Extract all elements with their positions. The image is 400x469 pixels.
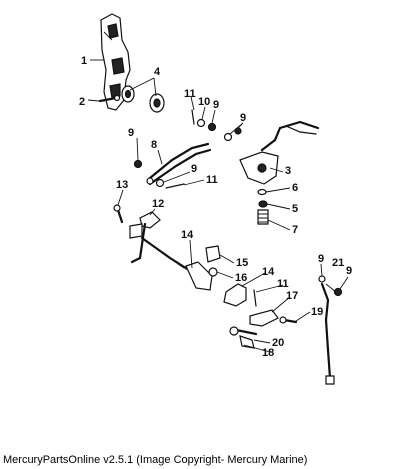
callout-9-right: 9: [318, 253, 324, 265]
callout-15: 15: [236, 257, 248, 269]
callout-16: 16: [235, 272, 247, 284]
callout-6: 6: [292, 182, 298, 194]
part-2-pin[interactable]: [98, 94, 121, 103]
callout-13: 13: [116, 179, 128, 191]
part-14-17-lower-bracket[interactable]: [223, 283, 279, 327]
callout-9-left: 9: [128, 127, 134, 139]
callout-7: 7: [292, 224, 298, 236]
copyright-caption: MercuryPartsOnline v2.5.1 (Image Copyrig…: [3, 454, 308, 466]
part-10-11-fasteners-upper[interactable]: [191, 109, 242, 142]
callout-19: 19: [311, 306, 323, 318]
part-21-vertical-rod[interactable]: [318, 275, 343, 385]
callout-9-mid: 9: [191, 163, 197, 175]
part-1-bracket[interactable]: [100, 13, 131, 111]
callout-5: 5: [292, 203, 298, 215]
callout-3: 3: [285, 165, 291, 177]
callout-20: 20: [272, 337, 284, 349]
part-4-bushings[interactable]: [121, 85, 165, 113]
callout-11-mid: 11: [206, 174, 218, 186]
callout-8: 8: [151, 139, 157, 151]
callout-21: 21: [332, 257, 344, 269]
callout-2: 2: [79, 96, 85, 108]
callout-4: 4: [154, 66, 161, 78]
callout-14-lower: 14: [262, 266, 275, 278]
callout-12: 12: [152, 198, 164, 210]
callout-labels: 1 2 4 11 10 9 9 9 8 9 11 3 6 5 7 13 12 1…: [79, 55, 352, 359]
callout-9-upper-right: 9: [240, 112, 246, 124]
part-9-11-fasteners-mid[interactable]: [133, 159, 185, 189]
callout-14-upper: 14: [181, 229, 194, 241]
part-12-lever-arm[interactable]: [129, 211, 161, 264]
leader-lines: [87, 59, 349, 353]
callout-11-lower: 11: [277, 278, 289, 290]
callout-11-upper: 11: [184, 88, 196, 100]
callout-17: 17: [286, 290, 298, 302]
callout-18: 18: [262, 347, 274, 359]
callout-9-far-right: 9: [346, 265, 352, 277]
part-13-screw[interactable]: [113, 204, 124, 224]
callout-9-upper: 9: [213, 99, 219, 111]
part-8-link-rod[interactable]: [146, 142, 212, 186]
callout-1: 1: [81, 55, 87, 67]
callout-10: 10: [198, 96, 210, 108]
part-3-lever-assembly[interactable]: [239, 120, 320, 185]
part-14-rod-with-clevis[interactable]: [140, 236, 213, 291]
part-18-19-20-bolts[interactable]: [229, 316, 298, 349]
exploded-parts-diagram: 1 2 4 11 10 9 9 9 8 9 11 3 6 5 7 13 12 1…: [79, 13, 352, 385]
part-5-6-7-stack[interactable]: [257, 188, 269, 225]
